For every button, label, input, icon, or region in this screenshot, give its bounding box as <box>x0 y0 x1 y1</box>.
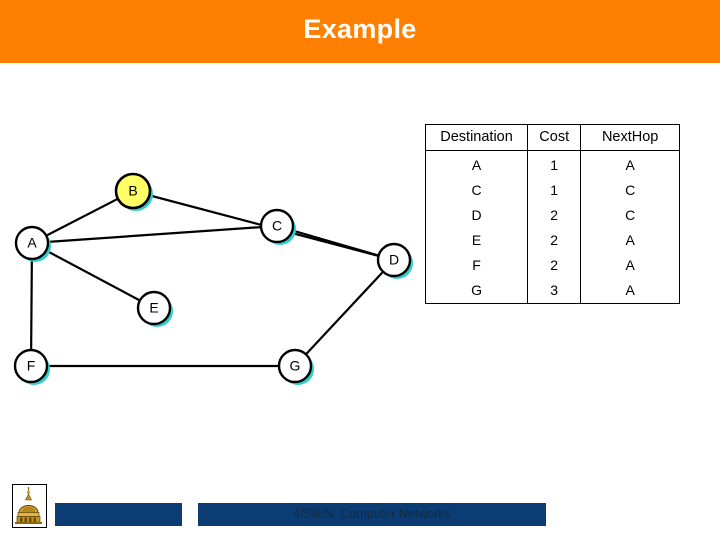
edge-A-E <box>31 242 155 309</box>
column-header-cost: Cost <box>527 124 582 151</box>
node-circle-A[interactable] <box>14 225 50 261</box>
node-label-F: F <box>27 358 36 374</box>
column-header-destination: Destination <box>425 124 528 151</box>
graph-node-D[interactable]: D <box>376 242 412 278</box>
routing-table: Destination Cost NextHop A 1 A C 1 C D 2… <box>425 124 680 304</box>
graph-node-F[interactable]: F <box>13 348 49 384</box>
graph-edges <box>29 189 395 368</box>
cell-cost: 1 <box>527 150 582 178</box>
edge-A-C <box>31 224 278 245</box>
node-circle-B[interactable] <box>114 172 152 210</box>
table-row: G 3 A <box>426 278 680 304</box>
slide-title-bar: Example <box>0 0 720 63</box>
cell-nexthop: A <box>625 257 635 273</box>
cell-nexthop: C <box>625 182 636 198</box>
cell-nexthop: A <box>625 282 635 298</box>
capitol-dome-logo-icon <box>12 484 47 528</box>
routing-table-body: A 1 A C 1 C D 2 C E 2 A F 2 A G 3 A <box>426 150 680 304</box>
node-label-G: G <box>290 358 301 374</box>
cell-nexthop: C <box>625 207 636 223</box>
table-row: E 2 A <box>426 228 680 253</box>
table-row: C 1 C <box>426 178 680 203</box>
cell-destination: C <box>471 182 482 198</box>
cell-destination: D <box>471 207 482 223</box>
edge-D-G <box>294 259 395 367</box>
edge-C-D <box>276 224 395 262</box>
edge-A-F <box>29 242 34 367</box>
node-label-A: A <box>27 235 37 251</box>
footer-accent-bar <box>55 503 182 526</box>
graph-node-B[interactable]: B <box>114 172 152 210</box>
cell-nexthop: A <box>625 232 635 248</box>
cell-cost: 2 <box>527 203 582 228</box>
page-title: Example <box>303 14 417 44</box>
cell-cost: 2 <box>527 253 582 278</box>
footer-bar <box>198 503 546 526</box>
cell-destination: F <box>472 257 481 273</box>
node-label-C: C <box>272 218 282 234</box>
cell-destination: E <box>471 232 482 248</box>
graph-node-C[interactable]: C <box>259 208 295 244</box>
cell-cost: 3 <box>527 278 582 304</box>
table-row: D 2 C <box>426 203 680 228</box>
column-header-nexthop: NextHop <box>580 124 680 151</box>
graph-node-G[interactable]: G <box>277 348 313 384</box>
edge-A-B <box>31 190 134 244</box>
footer-course-label: 4/598N: Computer Networks <box>293 507 451 521</box>
routing-table-header: Destination Cost NextHop <box>425 124 680 151</box>
table-row: A 1 A <box>426 150 680 178</box>
node-label-E: E <box>149 300 158 316</box>
cell-nexthop: A <box>625 157 635 173</box>
cell-cost: 1 <box>527 178 582 203</box>
node-label-D: D <box>389 252 399 268</box>
capitol-dome-icon-svg <box>13 485 44 525</box>
table-row: F 2 A <box>426 253 680 278</box>
cell-destination: A <box>471 157 482 173</box>
node-label-B: B <box>128 183 137 199</box>
graph-node-shadows <box>18 177 413 385</box>
graph-node-A[interactable]: A <box>14 225 50 261</box>
node-circle-G[interactable] <box>277 348 313 384</box>
cell-cost: 2 <box>527 228 582 253</box>
node-circle-C[interactable] <box>259 208 295 244</box>
table-header-row: Destination Cost NextHop <box>425 124 680 151</box>
node-circle-D[interactable] <box>376 242 412 278</box>
network-graph-svg: A B C D E F G <box>13 172 413 385</box>
node-circle-E[interactable] <box>136 290 172 326</box>
node-circle-F[interactable] <box>13 348 49 384</box>
cell-destination: G <box>471 282 482 298</box>
network-graph: A B C D E F G <box>0 63 420 403</box>
graph-node-E[interactable]: E <box>136 290 172 326</box>
